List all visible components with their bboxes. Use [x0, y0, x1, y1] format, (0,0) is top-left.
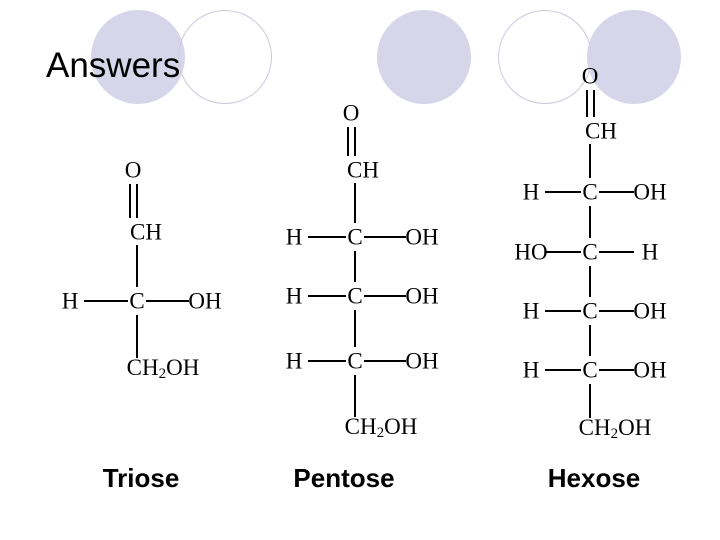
pentose-double-bond-line-2 — [354, 127, 356, 156]
hexose-double-bond-line-2 — [593, 90, 595, 117]
pentose-right-bond-1 — [364, 295, 406, 297]
page-title: Answers — [46, 46, 181, 85]
hexose-spine-bond-2 — [589, 266, 591, 297]
hexose-carbon-1: C — [582, 239, 598, 265]
hexose-right-bond-0 — [599, 191, 634, 193]
hexose-left-bond-0 — [545, 191, 581, 193]
pentose-spine-bond-2 — [354, 310, 356, 347]
hexose-left-group-2: H — [522, 298, 540, 324]
triose-double-bond-line-1 — [129, 184, 131, 218]
triose-spine-bond-0 — [136, 245, 138, 287]
hexose-left-group-0: H — [522, 179, 540, 205]
pentose-left-bond-2 — [308, 360, 346, 362]
hexose-left-group-1: HO — [514, 239, 548, 265]
pentose-right-bond-0 — [364, 236, 406, 238]
hexose-right-group-1: H — [641, 239, 659, 265]
pentose-left-group-0: H — [285, 224, 303, 250]
caption-hexose: Hexose — [547, 463, 641, 493]
triose-right-bond-0 — [146, 300, 189, 302]
caption-pentose: Pentose — [293, 463, 395, 493]
pentose-carbon-0: C — [347, 224, 363, 250]
pentose-carbon-2: C — [347, 348, 363, 374]
caption-triose: Triose — [102, 463, 180, 493]
pentose-left-group-2: H — [285, 348, 303, 374]
triose-carbonyl-ch-label: CH — [130, 219, 162, 245]
decor-circle-3-icon — [377, 10, 471, 104]
pentose-double-bond-line-1 — [347, 127, 349, 156]
pentose-carbonyl-ch-label: CH — [347, 157, 379, 183]
pentose-left-bond-0 — [308, 236, 346, 238]
hexose-spine-bond-3 — [589, 325, 591, 356]
hexose-carbon-0: C — [582, 179, 598, 205]
triose-terminal-group: CH2OH — [126, 355, 200, 382]
hexose-carbon-2: C — [582, 298, 598, 324]
hexose-terminal-group: CH2OH — [578, 415, 652, 442]
hexose-spine-bond-1 — [589, 206, 591, 238]
hexose-left-group-3: H — [522, 357, 540, 383]
hexose-carbonyl-ch-label: CH — [585, 118, 617, 144]
hexose-carbonyl-oxygen-label: O — [581, 63, 599, 89]
pentose-terminal-bond — [354, 375, 356, 417]
triose-left-group-0: H — [61, 288, 79, 314]
triose-carbon-0: C — [129, 288, 145, 314]
pentose-right-bond-2 — [364, 360, 406, 362]
triose-terminal-bond — [136, 315, 138, 358]
pentose-right-group-1: OH — [405, 283, 439, 309]
pentose-right-group-0: OH — [405, 224, 439, 250]
pentose-carbon-1: C — [347, 283, 363, 309]
triose-right-group-0: OH — [188, 288, 222, 314]
hexose-double-bond-line-1 — [586, 90, 588, 117]
pentose-left-group-1: H — [285, 283, 303, 309]
hexose-terminal-bond — [589, 384, 591, 418]
hexose-left-bond-1 — [545, 251, 581, 253]
triose-double-bond-line-2 — [136, 184, 138, 218]
pentose-carbonyl-oxygen-label: O — [342, 100, 360, 126]
hexose-right-bond-3 — [599, 369, 634, 371]
decor-circle-2-icon — [178, 10, 272, 104]
pentose-right-group-2: OH — [405, 348, 439, 374]
decor-circle-5-icon — [587, 10, 681, 104]
pentose-spine-bond-1 — [354, 251, 356, 282]
decor-circle-1-icon — [91, 10, 185, 104]
hexose-right-bond-1 — [599, 251, 634, 253]
hexose-left-bond-3 — [545, 369, 581, 371]
hexose-spine-bond-0 — [589, 144, 591, 178]
hexose-left-bond-2 — [545, 310, 581, 312]
hexose-carbon-3: C — [582, 357, 598, 383]
pentose-terminal-group: CH2OH — [344, 414, 418, 441]
hexose-right-group-2: OH — [633, 298, 667, 324]
triose-carbonyl-oxygen-label: O — [124, 157, 142, 183]
triose-left-bond-0 — [84, 300, 128, 302]
hexose-right-bond-2 — [599, 310, 634, 312]
hexose-right-group-0: OH — [633, 179, 667, 205]
pentose-spine-bond-0 — [354, 183, 356, 223]
hexose-right-group-3: OH — [633, 357, 667, 383]
pentose-left-bond-1 — [308, 295, 346, 297]
